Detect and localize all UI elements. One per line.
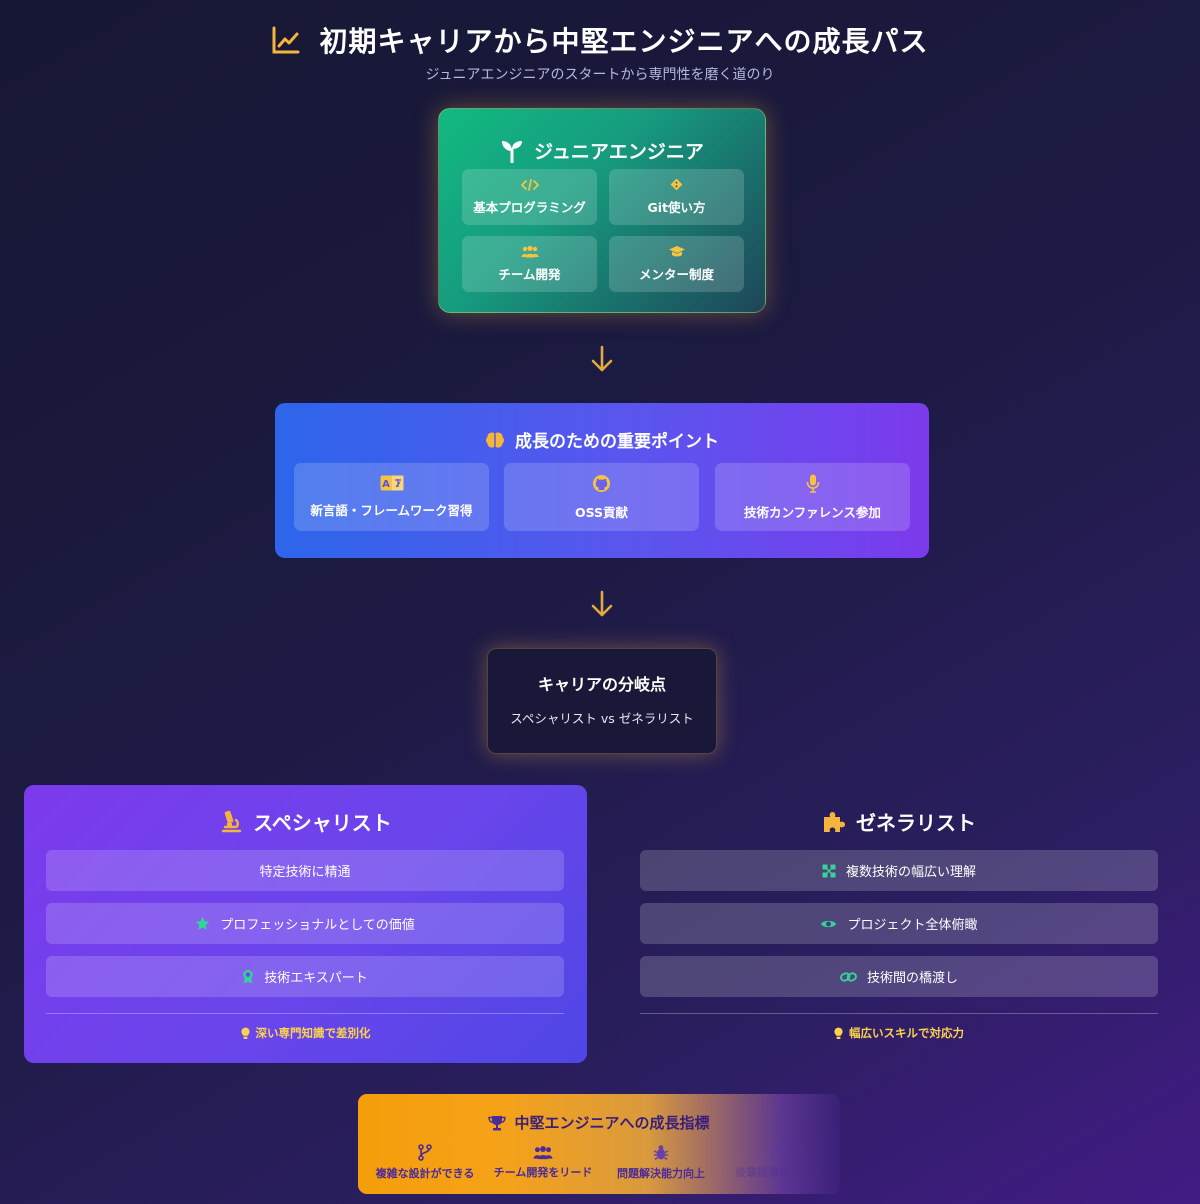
trait-label: 技術エキスパート <box>264 971 368 986</box>
lightbulb-icon <box>240 1027 250 1039</box>
specialist-card: スペシャリスト 特定技術に精通 プロフェッショナルとしての価値 技術エキスパート… <box>24 785 587 1063</box>
point-label: 技術カンファレンス参加 <box>744 504 881 520</box>
metric-label: 問題解決能力向上 <box>617 1166 705 1180</box>
link-icon <box>840 971 857 982</box>
generalist-trait: 技術間の橋渡し <box>640 956 1158 997</box>
footnote-text: 幅広いスキルで対応力 <box>849 1026 964 1040</box>
junior-engineer-card: ジュニアエンジニア 基本プログラミング Git使い方 チーム開発 メンター制度 <box>438 108 766 313</box>
skill-basic-programming: 基本プログラミング <box>462 169 597 225</box>
specialist-trait: プロフェッショナルとしての価値 <box>46 903 564 944</box>
metric-label: 複雑な設計ができる <box>375 1166 475 1180</box>
arrow-down-icon <box>591 345 613 372</box>
growth-points-card: 成長のための重要ポイント A 新言語・フレームワーク習得 OSS貢献 技術カンフ… <box>275 403 929 558</box>
skill-label: メンター制度 <box>638 267 714 282</box>
users-icon <box>521 245 538 258</box>
specialist-heading: スペシャリスト <box>24 807 587 836</box>
bug-icon <box>653 1144 669 1160</box>
seedling-icon <box>502 140 523 163</box>
branch-title: キャリアの分岐点 <box>537 675 666 694</box>
generalist-footnote: 幅広いスキルで対応力 <box>618 1025 1180 1041</box>
trophy-icon <box>488 1115 507 1130</box>
generalist-trait: プロジェクト全体俯瞰 <box>640 903 1158 944</box>
network-icon <box>822 864 836 877</box>
point-label: 新言語・フレームワーク習得 <box>310 503 473 518</box>
specialist-trait: 特定技術に精通 <box>46 850 564 891</box>
specialist-title: スペシャリスト <box>253 811 392 835</box>
generalist-title: ゼネラリスト <box>856 811 976 835</box>
junior-heading: ジュニアエンジニア <box>439 137 765 164</box>
trait-label: 複数技術の幅広い理解 <box>845 865 976 880</box>
generalist-trait: 複数技術の幅広い理解 <box>640 850 1158 891</box>
divider <box>46 1013 564 1014</box>
users-icon <box>533 1145 553 1159</box>
github-icon <box>592 474 611 492</box>
metric-problem-solving: 問題解決能力向上 <box>602 1142 720 1182</box>
metric-lead-team: チーム開発をリード <box>484 1142 602 1182</box>
skill-label: Git使い方 <box>647 200 706 215</box>
metric-complex-design: 複雑な設計ができる <box>366 1142 484 1182</box>
midlevel-title: 中堅エンジニアへの成長指標 <box>514 1114 710 1132</box>
puzzle-icon <box>824 811 845 832</box>
svg-text:A: A <box>382 479 390 490</box>
microphone-icon <box>806 474 819 493</box>
skill-team-development: チーム開発 <box>462 236 597 292</box>
skill-mentor-system: メンター制度 <box>609 236 744 292</box>
point-new-language: A 新言語・フレームワーク習得 <box>294 463 489 531</box>
midlevel-indicators-card: 中堅エンジニアへの成長指標 複雑な設計ができる チーム開発をリード 問題解決能力… <box>358 1094 840 1194</box>
skill-label: チーム開発 <box>498 267 561 282</box>
footnote-text: 深い専門知識で差別化 <box>255 1026 371 1040</box>
growth-heading: 成長のための重要ポイント <box>275 427 929 452</box>
page-subtitle: ジュニアエンジニアのスタートから専門性を磨く道のり <box>425 67 775 83</box>
branch-icon <box>418 1143 432 1161</box>
git-icon <box>670 178 683 191</box>
code-icon <box>520 178 539 191</box>
chart-line-icon <box>272 26 300 54</box>
metric-label: 後輩指導ができる <box>735 1166 823 1179</box>
specialist-trait: 技術エキスパート <box>46 956 564 997</box>
generalist-card: ゼネラリスト 複数技術の幅広い理解 プロジェクト全体俯瞰 技術間の橋渡し 幅広い… <box>618 785 1180 1063</box>
lightbulb-icon <box>834 1027 843 1039</box>
midlevel-heading: 中堅エンジニアへの成長指標 <box>358 1112 840 1133</box>
arrow-down-icon <box>591 590 613 617</box>
eye-icon <box>821 920 837 927</box>
language-icon: A <box>380 475 403 491</box>
metric-label: チーム開発をリード <box>493 1165 593 1179</box>
brain-icon <box>486 431 504 448</box>
trait-label: プロフェッショナルとしての価値 <box>220 918 415 933</box>
point-oss-contribution: OSS貢献 <box>504 463 699 531</box>
trait-label: 技術間の橋渡し <box>866 971 958 986</box>
microscope-icon <box>221 810 242 832</box>
generalist-heading: ゼネラリスト <box>618 807 1180 836</box>
junior-title: ジュニアエンジニア <box>534 141 704 163</box>
branch-subtitle: スペシャリスト vs ゼネラリスト <box>510 711 694 726</box>
star-icon <box>195 916 210 930</box>
specialist-footnote: 深い専門知識で差別化 <box>24 1025 587 1041</box>
trait-label: 特定技術に精通 <box>259 865 351 880</box>
page-title: 初期キャリアから中堅エンジニアへの成長パス <box>319 25 929 58</box>
divider <box>640 1013 1158 1014</box>
metric-mentor-juniors: 後輩指導ができる <box>720 1142 838 1182</box>
page-header: 初期キャリアから中堅エンジニアへの成長パス <box>0 18 1200 62</box>
career-branch-point: キャリアの分岐点 スペシャリスト vs ゼネラリスト <box>487 648 717 754</box>
teacher-icon <box>769 1145 788 1160</box>
point-tech-conference: 技術カンファレンス参加 <box>715 463 910 531</box>
growth-title: 成長のための重要ポイント <box>515 432 719 452</box>
award-icon <box>243 969 253 984</box>
graduation-cap-icon <box>668 246 685 257</box>
skill-git: Git使い方 <box>609 169 744 225</box>
skill-label: 基本プログラミング <box>473 199 586 215</box>
trait-label: プロジェクト全体俯瞰 <box>847 918 978 933</box>
point-label: OSS貢献 <box>574 504 629 520</box>
